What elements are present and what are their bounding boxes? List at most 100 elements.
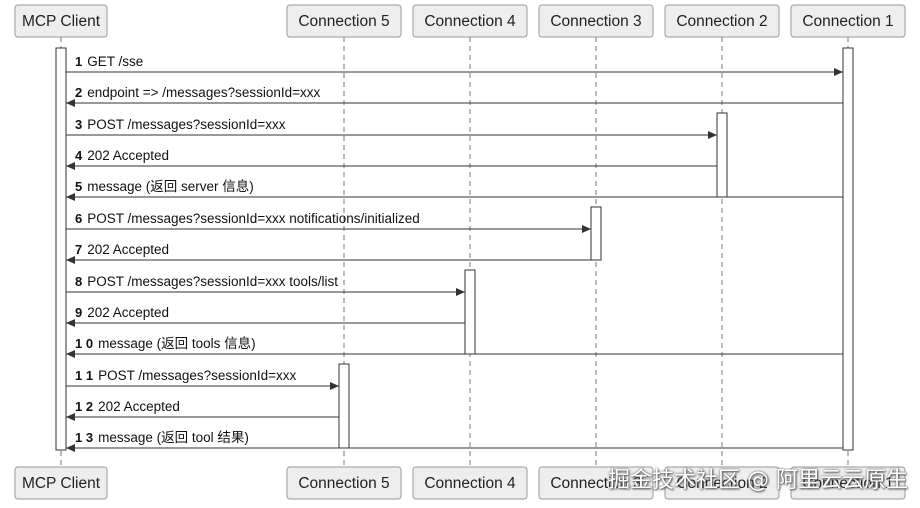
arrow-head — [66, 444, 75, 452]
participant-bottom-c4: Connection 4 — [412, 466, 528, 500]
message-number: 1 1 — [75, 368, 93, 383]
message-number: 5 — [75, 179, 82, 194]
participant-label: Connection 2 — [676, 475, 767, 492]
message-number: 1 — [75, 54, 82, 69]
activation-mcp — [55, 47, 67, 451]
arrow-head — [66, 319, 75, 327]
participant-label: Connection 5 — [298, 475, 389, 492]
arrow-head — [834, 68, 843, 76]
message-label: 2 endpoint => /messages?sessionId=xxx — [75, 85, 321, 100]
message-text: 202 Accepted — [87, 148, 169, 163]
participant-box — [538, 466, 654, 500]
activation-c2 — [716, 112, 728, 198]
message-text: POST /messages?sessionId=xxx — [87, 117, 285, 132]
participant-bottom-c1: Connection 1 — [790, 466, 906, 500]
participant-box — [538, 4, 654, 38]
message-number: 2 — [75, 85, 82, 100]
participant-box — [790, 466, 906, 500]
participant-bottom-c3: Connection 3 — [538, 466, 654, 500]
participant-top-c4: Connection 4 — [412, 4, 528, 38]
message-2: 2 endpoint => /messages?sessionId=xxx — [66, 85, 843, 107]
message-number: 1 2 — [75, 399, 93, 414]
participant-box — [790, 4, 906, 38]
participant-label: Connection 2 — [676, 13, 767, 30]
message-label: 1 2 202 Accepted — [75, 399, 180, 414]
participant-bottom-mcp: MCP Client — [14, 466, 108, 500]
participant-top-c5: Connection 5 — [286, 4, 402, 38]
message-number: 4 — [75, 148, 83, 163]
participant-box — [286, 466, 402, 500]
arrow-head — [66, 99, 75, 107]
message-4: 4 202 Accepted — [66, 148, 717, 170]
participant-box — [664, 4, 780, 38]
message-number: 1 0 — [75, 336, 93, 351]
participant-box — [412, 466, 528, 500]
participant-top-c2: Connection 2 — [664, 4, 780, 38]
arrow-head — [66, 413, 75, 421]
activation-c5 — [338, 363, 350, 449]
message-9: 9 202 Accepted — [66, 305, 465, 327]
message-8: 8 POST /messages?sessionId=xxx tools/list — [66, 274, 465, 296]
arrow-head — [66, 193, 75, 201]
message-text: 202 Accepted — [98, 399, 180, 414]
arrow-head — [708, 131, 717, 139]
message-text: POST /messages?sessionId=xxx tools/list — [87, 274, 338, 289]
participant-label: Connection 3 — [550, 13, 641, 30]
message-label: 8 POST /messages?sessionId=xxx tools/list — [75, 274, 338, 289]
arrow-head — [582, 225, 591, 233]
participant-label: MCP Client — [22, 13, 101, 30]
message-12: 1 2 202 Accepted — [66, 399, 339, 421]
participant-label: Connection 1 — [802, 475, 893, 492]
message-text: endpoint => /messages?sessionId=xxx — [87, 85, 320, 100]
message-number: 3 — [75, 117, 82, 132]
participant-label: Connection 4 — [424, 13, 516, 30]
message-6: 6 POST /messages?sessionId=xxx notificati… — [66, 211, 591, 233]
participant-top-mcp: MCP Client — [14, 4, 108, 38]
participant-label: Connection 1 — [802, 13, 893, 30]
message-text: message (返回 tool 结果) — [98, 430, 249, 445]
arrow-head — [456, 288, 465, 296]
message-7: 7 202 Accepted — [66, 242, 591, 264]
message-5: 5 message (返回 server 信息) — [66, 178, 843, 201]
participant-bottom-c5: Connection 5 — [286, 466, 402, 500]
participant-label: MCP Client — [22, 475, 101, 492]
participant-label: Connection 5 — [298, 13, 389, 30]
arrow-head — [66, 162, 75, 170]
message-text: message (返回 tools 信息) — [98, 335, 256, 351]
arrow-head — [66, 350, 75, 358]
message-text: 202 Accepted — [87, 305, 169, 320]
message-text: message (返回 server 信息) — [87, 178, 254, 194]
participant-label: Connection 4 — [424, 475, 516, 492]
message-13: 1 3 message (返回 tool 结果) — [66, 430, 843, 452]
message-label: 9 202 Accepted — [75, 305, 169, 320]
participant-box — [286, 4, 402, 38]
arrow-head — [66, 256, 75, 264]
participant-box — [664, 466, 780, 500]
message-10: 1 0 message (返回 tools 信息) — [66, 335, 843, 358]
message-number: 7 — [75, 242, 82, 257]
participant-top-c1: Connection 1 — [790, 4, 906, 38]
participant-box — [14, 466, 108, 500]
participant-box — [14, 4, 108, 38]
participant-top-c3: Connection 3 — [538, 4, 654, 38]
message-3: 3 POST /messages?sessionId=xxx — [66, 117, 717, 139]
message-label: 3 POST /messages?sessionId=xxx — [75, 117, 286, 132]
message-label: 1 3 message (返回 tool 结果) — [75, 430, 249, 445]
participant-bottom-c2: Connection 2 — [664, 466, 780, 500]
message-number: 9 — [75, 305, 82, 320]
arrow-head — [330, 382, 339, 390]
message-label: 7 202 Accepted — [75, 242, 169, 257]
activation-c1 — [842, 47, 854, 451]
message-number: 6 — [75, 211, 82, 226]
message-label: 1 0 message (返回 tools 信息) — [75, 335, 256, 351]
message-number: 8 — [75, 274, 82, 289]
message-text: 202 Accepted — [87, 242, 169, 257]
message-text: POST /messages?sessionId=xxx — [98, 368, 296, 383]
message-number: 1 3 — [75, 430, 93, 445]
watermark: 掘金技术社区 @ 阿里云云原生 — [608, 468, 908, 493]
message-label: 5 message (返回 server 信息) — [75, 178, 254, 194]
message-text: POST /messages?sessionId=xxx notificatio… — [87, 211, 420, 226]
